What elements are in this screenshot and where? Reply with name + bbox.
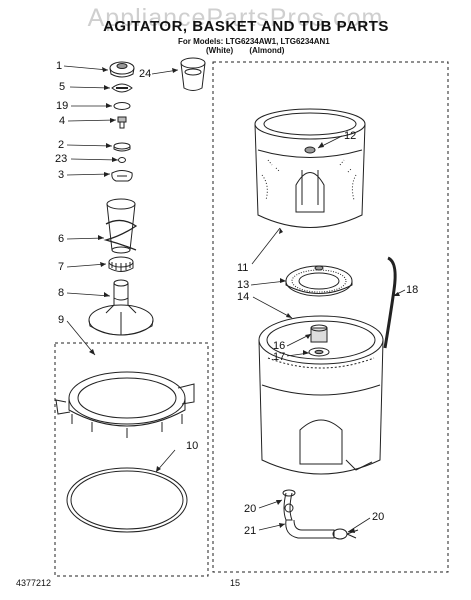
callout-part-16: 16 <box>273 340 286 352</box>
tub-center-seal <box>310 324 328 343</box>
tub-seal-washer <box>308 347 330 357</box>
callout-part-6: 6 <box>58 233 65 245</box>
watermark-text: AppliancePartsPros.com <box>87 4 384 32</box>
variant-white: (White) <box>206 46 234 55</box>
variant-almond: (Almond) <box>249 46 285 55</box>
callout-part-23: 23 <box>55 153 68 165</box>
callout-part-11: 11 <box>237 262 249 274</box>
drain-hose-assembly <box>282 489 359 540</box>
color-variants: (White) (Almond) <box>206 46 298 55</box>
hose-clamp-lower <box>332 528 348 540</box>
agitator-auger <box>103 198 138 254</box>
basket-drive-hub <box>285 265 353 297</box>
basket-tub-group-box <box>212 61 449 573</box>
callout-part-21: 21 <box>244 525 257 537</box>
callout-part-9: 9 <box>58 314 65 326</box>
document-number: 4377212 <box>16 578 52 588</box>
callout-part-3: 3 <box>58 169 65 181</box>
outer-tub <box>258 315 384 475</box>
wash-basket <box>254 108 366 228</box>
callout-part-19: 19 <box>56 100 69 112</box>
tub-seal-ring <box>66 467 188 533</box>
callout-part-5: 5 <box>59 81 66 93</box>
ring-seal-group-box <box>54 342 209 577</box>
balance-ring <box>55 371 195 438</box>
diagram-title: AGITATOR, BASKET AND TUB PARTS <box>103 18 389 35</box>
o-ring <box>113 102 131 110</box>
small-seal <box>118 157 126 163</box>
callout-part-20-clamp: 20 <box>372 511 385 523</box>
callout-part-20: 20 <box>244 503 257 515</box>
softener-dispenser <box>180 57 206 91</box>
callout-part-8: 8 <box>58 287 65 299</box>
hose-clamp-upper <box>284 503 294 513</box>
model-numbers: For Models: LTG6234AW1, LTG6234AN1 <box>178 37 330 46</box>
agitator-drive-ratchet <box>108 256 134 272</box>
callout-part-18: 18 <box>406 284 419 296</box>
callout-part-7: 7 <box>58 261 65 273</box>
callout-part-2: 2 <box>58 139 65 151</box>
callout-part-1: 1 <box>56 60 63 72</box>
callout-part-14: 14 <box>237 291 250 303</box>
agitator-cap <box>109 61 135 78</box>
callout-part-17: 17 <box>273 351 286 363</box>
callout-part-24: 24 <box>139 68 152 80</box>
leader-arrowheads <box>89 67 400 533</box>
callout-part-4: 4 <box>59 115 66 127</box>
overflow-tube <box>383 256 397 349</box>
agitator-base <box>88 279 154 336</box>
cap-clip <box>111 83 133 93</box>
callout-part-10: 10 <box>186 440 199 452</box>
cam-spring <box>111 170 133 182</box>
agitator-bolt <box>117 116 127 129</box>
page-number: 15 <box>230 578 241 588</box>
callout-part-12: 12 <box>344 130 357 142</box>
washer <box>113 142 131 152</box>
callout-part-13: 13 <box>237 279 250 291</box>
